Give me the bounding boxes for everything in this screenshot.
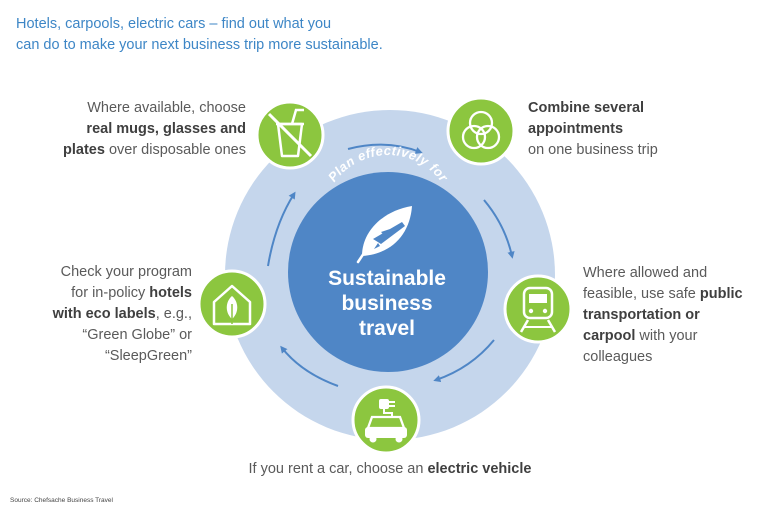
tip-transport-line-4-bold: carpool bbox=[583, 328, 636, 344]
center-circle bbox=[288, 172, 488, 372]
intro-line-1: Hotels, carpools, electric cars – find o… bbox=[16, 16, 332, 32]
tip-hotels-line-2: for in-policy bbox=[71, 285, 150, 301]
electric-car-icon bbox=[351, 385, 421, 455]
source-note: Source: Chefsache Business Travel bbox=[10, 497, 113, 504]
tip-hotels-line-1: Check your program bbox=[60, 264, 192, 280]
tip-electric-text: If you rent a car, choose an bbox=[248, 461, 428, 477]
tip-appointments: Combine several appointments on one busi… bbox=[528, 98, 748, 161]
tip-appointments-line-1: Combine several bbox=[528, 100, 645, 116]
tip-hotels-line-4: “Green Globe” or bbox=[82, 327, 192, 343]
tip-hotels-line-2-bold: hotels bbox=[149, 285, 192, 301]
tip-transport-line-2: feasible, use safe bbox=[583, 286, 700, 302]
tip-hotels-line-3-rest: , e.g., bbox=[155, 306, 192, 322]
leaf-plane-icon bbox=[356, 206, 412, 264]
arrow-mugs-to-appointments bbox=[347, 143, 423, 154]
tip-mugs-line-3-rest: over disposable ones bbox=[104, 142, 246, 158]
eco-house-icon bbox=[197, 269, 267, 339]
tip-mugs: Where available, choose real mugs, glass… bbox=[30, 98, 246, 161]
center-title-line-1: Sustainable bbox=[328, 267, 446, 290]
overlapping-circles-icon bbox=[446, 96, 516, 166]
tip-mugs-line-1: Where available, choose bbox=[87, 100, 246, 116]
arrow-appointments-to-transport bbox=[483, 199, 515, 259]
tip-electric-bold: electric vehicle bbox=[427, 461, 532, 477]
tip-electric-vehicle: If you rent a car, choose an electric ve… bbox=[180, 459, 600, 480]
arrow-transport-to-electric bbox=[433, 339, 495, 383]
tip-appointments-line-3: on one business trip bbox=[528, 142, 658, 158]
intro-text: Hotels, carpools, electric cars – find o… bbox=[16, 14, 436, 56]
train-icon bbox=[503, 274, 573, 344]
tip-transport-line-2-bold: public bbox=[699, 286, 743, 302]
cycle-arrows bbox=[267, 143, 515, 387]
arrow-hotels-to-mugs bbox=[267, 191, 296, 267]
tip-appointments-line-2: appointments bbox=[528, 121, 624, 137]
tip-transport-line-4-rest: with your bbox=[635, 328, 698, 344]
no-disposable-cup-icon bbox=[255, 100, 325, 170]
tip-hotels-line-5: “SleepGreen” bbox=[104, 348, 192, 364]
tip-transport-line-5: colleagues bbox=[583, 349, 653, 365]
center-title-line-3: travel bbox=[359, 317, 415, 340]
intro-line-2: can do to make your next business trip m… bbox=[16, 37, 383, 53]
center-title-line-2: business bbox=[341, 292, 432, 315]
tip-mugs-line-2: real mugs, glasses and bbox=[86, 121, 246, 137]
arrow-electric-to-hotels bbox=[280, 345, 339, 387]
tip-transport-line-1: Where allowed and bbox=[583, 265, 708, 281]
tip-transport-line-3: transportation or bbox=[583, 307, 700, 323]
tip-hotels-line-3-bold: with eco labels bbox=[52, 306, 156, 322]
tip-mugs-line-3-bold: plates bbox=[63, 142, 105, 158]
tip-transport: Where allowed and feasible, use safe pub… bbox=[583, 263, 763, 368]
tip-hotels: Check your program for in-policy hotels … bbox=[20, 262, 192, 367]
